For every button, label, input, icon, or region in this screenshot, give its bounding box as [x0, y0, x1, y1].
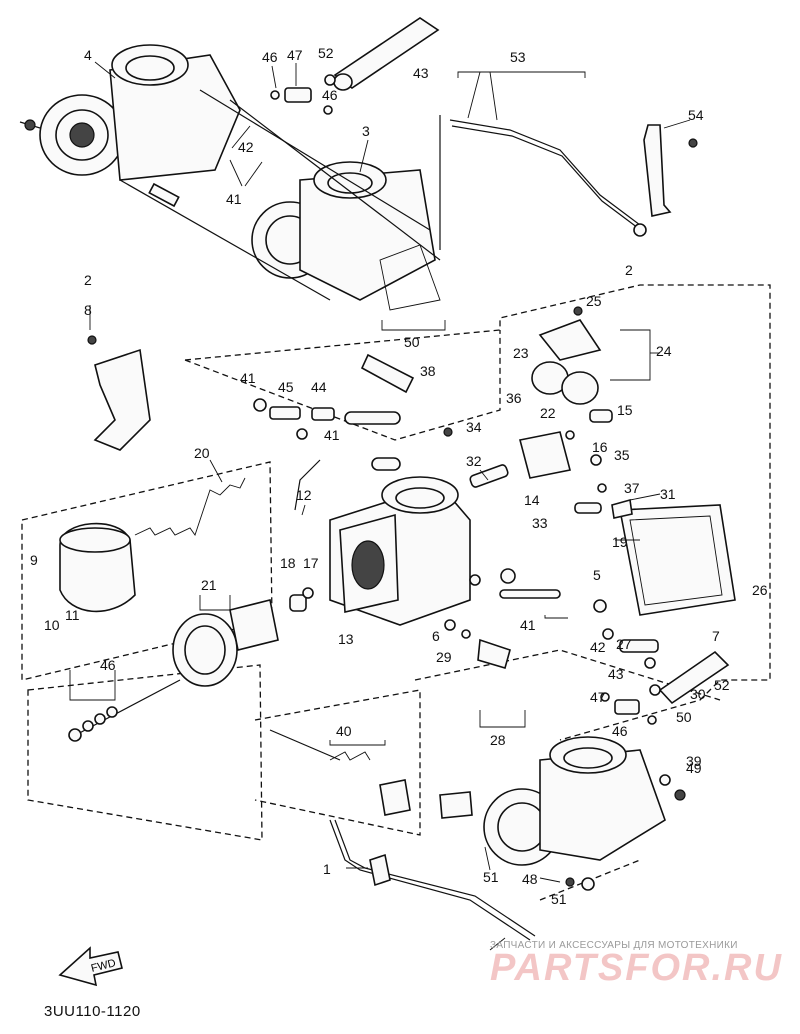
callout-12: 12 — [296, 487, 312, 503]
callout-2: 2 — [625, 262, 633, 278]
callout-54: 54 — [688, 107, 704, 123]
hose-38 — [360, 353, 415, 394]
callout-30: 30 — [690, 686, 706, 702]
callout-2: 2 — [84, 272, 92, 288]
carburetor-3 — [251, 161, 441, 311]
callout-53: 53 — [510, 49, 526, 65]
callout-52: 52 — [318, 45, 334, 61]
carburetor-body-center — [294, 459, 471, 626]
callout-18: 18 — [280, 555, 296, 571]
callout-20: 20 — [194, 445, 210, 461]
callout-49: 49 — [686, 760, 702, 776]
callout-17: 17 — [303, 555, 319, 571]
spring-20 — [134, 477, 246, 536]
callout-3: 3 — [362, 123, 370, 139]
carburetor-4 — [19, 44, 241, 181]
callout-7: 7 — [712, 628, 720, 644]
callout-15: 15 — [617, 402, 633, 418]
fwd-label: FWD — [90, 957, 117, 975]
callout-41: 41 — [324, 427, 340, 443]
callout-1: 1 — [323, 861, 331, 877]
callout-47: 47 — [287, 47, 303, 63]
callout-37: 37 — [624, 480, 640, 496]
callout-9: 9 — [30, 552, 38, 568]
bracket-8 — [87, 335, 151, 451]
callout-42: 42 — [238, 139, 254, 155]
callout-41: 41 — [520, 617, 536, 633]
callout-41: 41 — [240, 370, 256, 386]
callout-43: 43 — [413, 65, 429, 81]
callout-50: 50 — [404, 334, 420, 350]
assembly-28 — [269, 729, 411, 816]
callout-51: 51 — [483, 869, 499, 885]
diagram-reference-code: 3UU110-1120 — [44, 1003, 141, 1020]
callout-45: 45 — [278, 379, 294, 395]
fuel-hose-43-lower — [600, 650, 730, 725]
callout-41: 41 — [226, 191, 242, 207]
callout-32: 32 — [466, 453, 482, 469]
callout-13: 13 — [338, 631, 354, 647]
needle-30 — [68, 679, 181, 742]
callout-46: 46 — [262, 49, 278, 65]
callout-35: 35 — [614, 447, 630, 463]
callout-28: 28 — [490, 732, 506, 748]
carburetor-1 — [439, 736, 666, 866]
fuel-hose-43-top — [333, 17, 440, 91]
top-cover-11 — [59, 522, 136, 613]
callout-38: 38 — [420, 363, 436, 379]
callout-51: 51 — [551, 891, 567, 907]
callout-44: 44 — [311, 379, 327, 395]
watermark-brand: PARTSFOR.RU — [490, 947, 783, 989]
callout-33: 33 — [532, 515, 548, 531]
callout-25: 25 — [586, 293, 602, 309]
fitting-47-top — [270, 74, 336, 115]
callout-27: 27 — [616, 636, 632, 652]
callout-36: 36 — [506, 390, 522, 406]
callout-47: 47 — [590, 689, 606, 705]
callout-26: 26 — [752, 582, 768, 598]
callout-52: 52 — [714, 677, 730, 693]
watermark-subtitle: ЗАПЧАСТИ И АКСЕССУАРЫ ДЛЯ МОТОТЕХНИКИ — [490, 940, 738, 951]
callout-4: 4 — [84, 47, 92, 63]
callout-48: 48 — [522, 871, 538, 887]
callout-8: 8 — [84, 302, 92, 318]
callout-46: 46 — [100, 657, 116, 673]
small-parts — [253, 306, 686, 891]
callout-6: 6 — [432, 628, 440, 644]
callout-16: 16 — [592, 439, 608, 455]
callout-50: 50 — [676, 709, 692, 725]
callout-39: 39 — [686, 753, 702, 769]
fwd-arrow-icon: FWD — [58, 946, 123, 987]
callout-31: 31 — [660, 486, 676, 502]
watermark: ЗАПЧАСТИ И АКСЕССУАРЫ ДЛЯ МОТОТЕХНИКИ PA… — [490, 940, 795, 990]
cable-53 — [439, 115, 647, 250]
callout-10: 10 — [44, 617, 60, 633]
callout-21: 21 — [201, 577, 217, 593]
callout-34: 34 — [466, 419, 482, 435]
top-shafts — [119, 89, 441, 301]
callout-46: 46 — [322, 87, 338, 103]
callout-40: 40 — [336, 723, 352, 739]
callout-42: 42 — [590, 639, 606, 655]
callout-14: 14 — [524, 492, 540, 508]
callout-29: 29 — [436, 649, 452, 665]
callout-22: 22 — [540, 405, 556, 421]
bracket-54 — [643, 124, 698, 217]
callout-46: 46 — [612, 723, 628, 739]
callout-5: 5 — [593, 567, 601, 583]
callout-19: 19 — [612, 534, 628, 550]
callout-43: 43 — [608, 666, 624, 682]
leader-lines — [69, 61, 691, 951]
float-bowl-19 — [619, 504, 736, 616]
callout-24: 24 — [656, 343, 672, 359]
callout-23: 23 — [513, 345, 529, 361]
piston-21 — [172, 599, 279, 687]
callout-11: 11 — [65, 607, 80, 623]
